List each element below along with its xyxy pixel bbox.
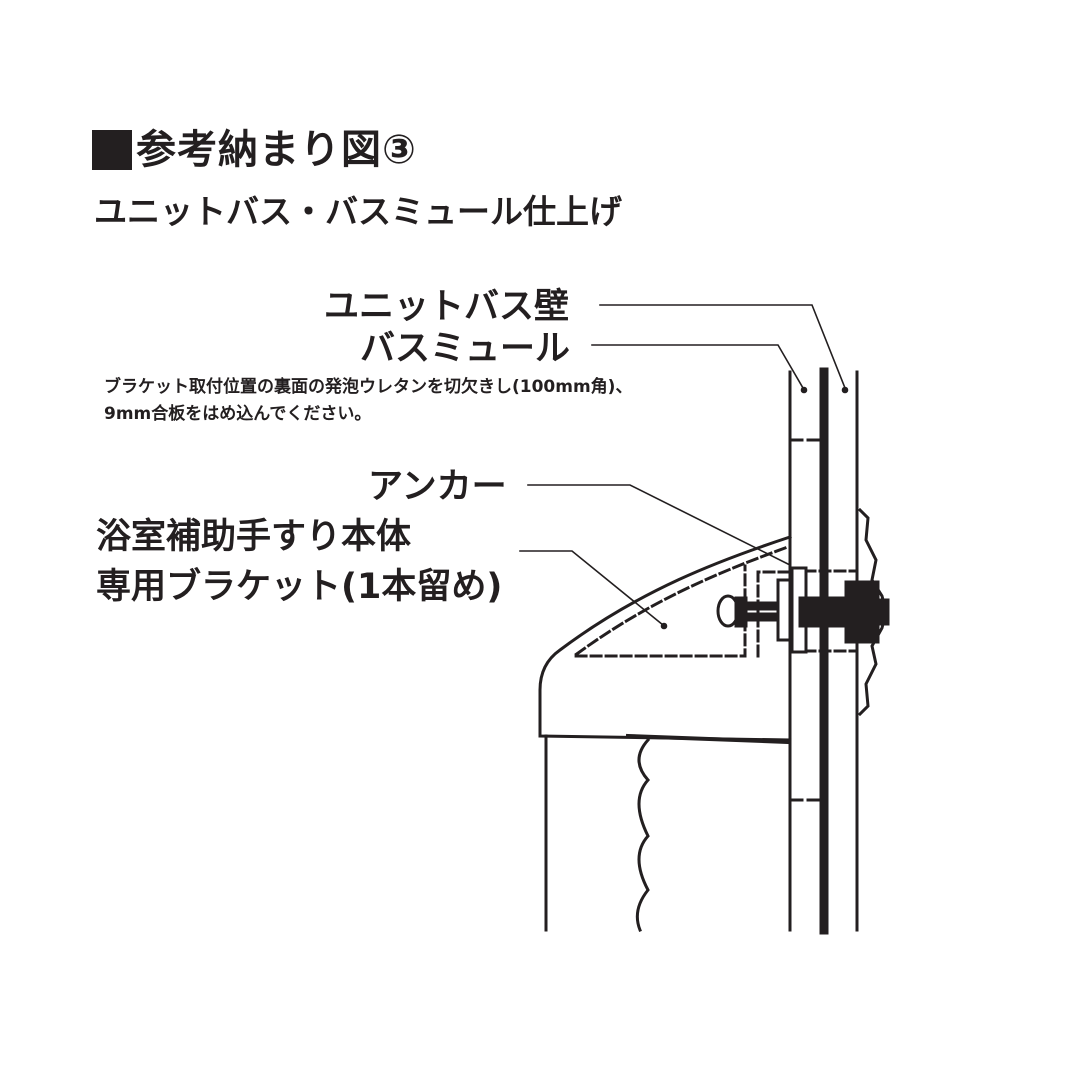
label-handrail-body: 浴室補助手すり本体 — [96, 517, 412, 557]
leader-unit-bath-wall — [599, 304, 849, 394]
label-handrail-bracket: 専用ブラケット(1本留め) — [96, 567, 503, 607]
installation-note: ブラケット取付位置の裏面の発泡ウレタンを切欠きし(100mm角)、 9mm合板を… — [104, 374, 632, 428]
leader-bathmule — [591, 344, 808, 394]
note-line-2: 9mm合板をはめ込んでください。 — [104, 404, 372, 424]
leader-anchor — [527, 484, 792, 567]
plywood-boundary — [790, 438, 822, 802]
leader-handrail-body — [519, 550, 668, 630]
diagram-title: 参考納まり図③ — [92, 122, 417, 178]
label-unit-bath-wall: ユニットバス壁 — [324, 287, 570, 327]
label-anchor: アンカー — [368, 467, 507, 507]
anchor-expansion — [844, 507, 890, 717]
note-line-1: ブラケット取付位置の裏面の発泡ウレタンを切欠きし(100mm角)、 — [104, 377, 633, 397]
diagram-title-text: 参考納まり図③ — [136, 127, 417, 173]
label-bathmule: バスミュール — [360, 329, 571, 369]
handrail-break-line — [635, 737, 651, 932]
diagram-subtitle: ユニットバス・バスミュール仕上げ — [94, 192, 622, 231]
mounting-screw — [716, 594, 788, 628]
handrail-bracket-body — [538, 535, 792, 932]
title-square-icon — [92, 130, 132, 170]
